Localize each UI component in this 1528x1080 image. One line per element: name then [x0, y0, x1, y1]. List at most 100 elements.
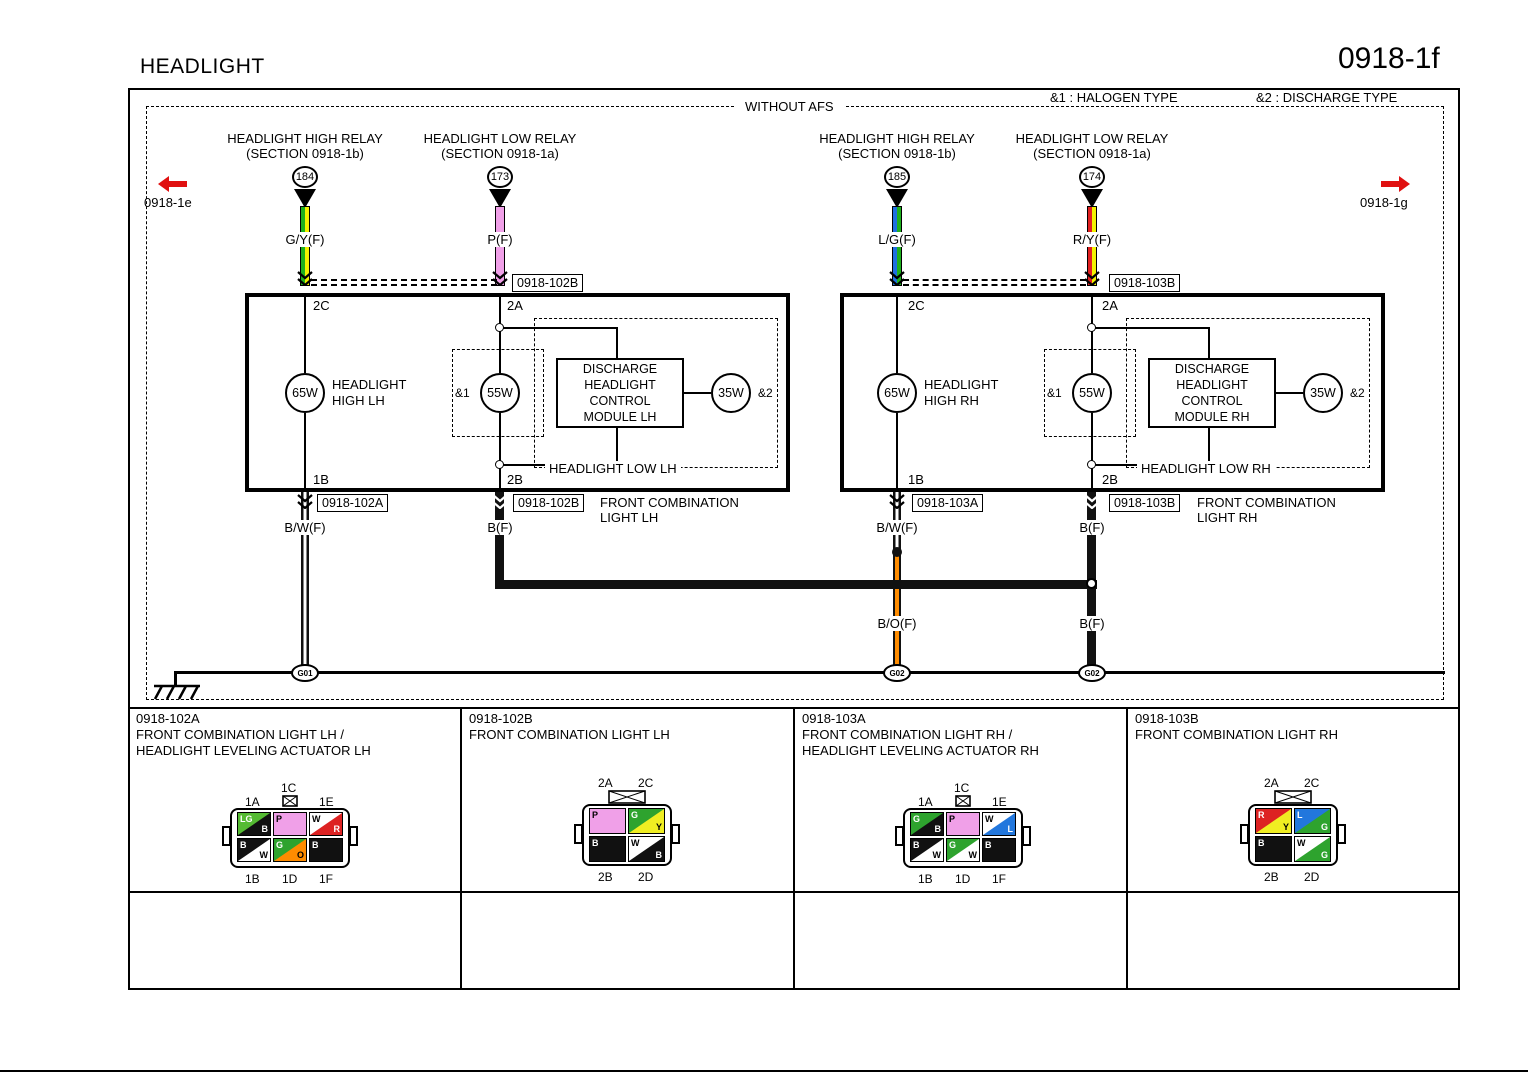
pin-code: P	[949, 814, 956, 824]
legend-discharge-type: &2 : DISCHARGE TYPE	[1256, 90, 1398, 105]
connector-chevron-icon	[1084, 271, 1100, 286]
connector-ear	[671, 824, 680, 844]
pin-code: R	[1258, 810, 1265, 820]
inner-line	[616, 327, 618, 359]
cell-102b-id: 0918-102B	[469, 711, 533, 726]
front-combination-rh-label1: FRONT COMBINATION	[1197, 495, 1336, 510]
wire-label-b-rh: B(F)	[1057, 520, 1127, 535]
pin-code: B	[592, 838, 599, 848]
pin-label-1c: 1C	[281, 781, 297, 795]
pin-label-2c: 2C	[1304, 776, 1320, 790]
pin-code: Y	[1282, 822, 1289, 832]
pin-2b-rh: 2B	[1102, 472, 1118, 487]
connector-interface-line	[903, 284, 1086, 286]
ground-bus-wire	[495, 580, 1097, 589]
pin-code: G	[1320, 850, 1328, 860]
front-combination-lh-label2: LIGHT LH	[600, 510, 659, 525]
pin-label-2c: 2C	[638, 776, 654, 790]
inner-line	[896, 293, 898, 373]
headlight-low-lh-label: HEADLIGHT LOW LH	[545, 461, 681, 476]
pin-label-1d: 1D	[955, 872, 971, 886]
wire-bo-rh	[893, 552, 901, 666]
inner-line	[1091, 413, 1093, 492]
cell-103b-id: 0918-103B	[1135, 711, 1199, 726]
pin-code: G	[631, 810, 639, 820]
pin-code: G	[276, 840, 284, 850]
wire-label-b2-rh: B(F)	[1057, 616, 1127, 631]
pin-cell-1c: P	[273, 812, 307, 836]
connector-id-103b: 0918-103B	[1109, 494, 1181, 512]
connector-id-103a: 0918-103A	[912, 494, 984, 512]
wire-label-b-lh: B(F)	[465, 520, 535, 535]
connector-chevron-icon	[297, 271, 313, 286]
ground-point-g01: G01	[291, 664, 319, 682]
relay-high-rh-pin: 185	[884, 166, 910, 188]
ground-stub-line	[174, 671, 177, 686]
pin-1b-lh: 1B	[313, 472, 329, 487]
relay-high-lh-section: (SECTION 0918-1b)	[246, 146, 364, 161]
inner-line	[499, 413, 501, 492]
pin-code: LG	[240, 814, 253, 824]
pin-code: R	[333, 824, 341, 834]
pin-label-2d: 2D	[1304, 870, 1320, 884]
relay-low-lh-section: (SECTION 0918-1a)	[441, 146, 559, 161]
inner-line	[684, 392, 711, 394]
nav-right-label[interactable]: 0918-1g	[1360, 195, 1408, 210]
discharge-module-lh: DISCHARGE HEADLIGHT CONTROL MODULE LH	[556, 358, 684, 428]
relay-high-lh-pin: 184	[292, 166, 318, 188]
connector-arrow-icon	[294, 189, 316, 208]
table-vline	[460, 707, 462, 990]
relay-low-rh-section: (SECTION 0918-1a)	[1033, 146, 1151, 161]
pin-label-2a: 2A	[1264, 776, 1279, 790]
inner-line	[1208, 327, 1210, 359]
halogen-mark-lh: &1	[455, 386, 470, 400]
connector-interface-line	[903, 279, 1086, 281]
pin-2b-lh: 2B	[507, 472, 523, 487]
front-combination-rh-label2: LIGHT RH	[1197, 510, 1258, 525]
ground-point-g02-b: G02	[1078, 664, 1106, 682]
page-footer-rule	[0, 1070, 1528, 1072]
pin-code: L	[1297, 810, 1303, 820]
connector-ear	[222, 826, 231, 846]
bulb-65w-lh: 65W	[285, 373, 325, 413]
pin-code: L	[1007, 824, 1014, 834]
connector-chevron-icon	[889, 494, 905, 509]
cell-102a-line1: FRONT COMBINATION LIGHT LH /	[136, 727, 345, 742]
pin-label-1a: 1A	[245, 795, 260, 809]
nav-arrow-left-icon[interactable]	[158, 176, 188, 192]
pin-label-2b: 2B	[1264, 870, 1279, 884]
connector-id-102b-top: 0918-102B	[512, 274, 584, 292]
legend-halogen-type: &1 : HALOGEN TYPE	[1050, 90, 1178, 105]
pin-1b-rh: 1B	[908, 472, 924, 487]
pin-code: W	[259, 850, 269, 860]
headlight-high-rh-label2: HIGH RH	[924, 393, 979, 408]
page-code: 0918-1f	[1338, 42, 1440, 75]
relay-low-rh-pin: 174	[1079, 166, 1105, 188]
front-combination-light-rh-box	[840, 293, 1385, 492]
connector-ear	[895, 826, 904, 846]
wire-label-lg: L/G(F)	[862, 232, 932, 247]
pin-label-2b: 2B	[598, 870, 613, 884]
cell-102a-id: 0918-102A	[136, 711, 200, 726]
nav-left-label[interactable]: 0918-1e	[144, 195, 192, 210]
junction-dot	[892, 547, 902, 557]
pin-code: G	[913, 814, 921, 824]
halogen-mark-rh: &1	[1047, 386, 1062, 400]
inner-line	[499, 293, 501, 373]
connector-lock-icon	[1274, 790, 1312, 804]
headlight-high-lh-label1: HEADLIGHT	[332, 377, 407, 392]
wire-label-p: P(F)	[465, 232, 535, 247]
inner-line	[304, 413, 306, 492]
wire-label-bw-rh: B/W(F)	[862, 520, 932, 535]
pin-code: B	[312, 840, 319, 850]
pin-code: Y	[655, 822, 662, 832]
connector-lock-icon	[955, 795, 971, 807]
inner-line	[304, 293, 306, 373]
pin-cell-1f: B	[982, 838, 1016, 862]
relay-low-lh-pin: 173	[487, 166, 513, 188]
connector-lock-icon	[608, 790, 646, 804]
nav-arrow-right-icon[interactable]	[1380, 176, 1410, 192]
